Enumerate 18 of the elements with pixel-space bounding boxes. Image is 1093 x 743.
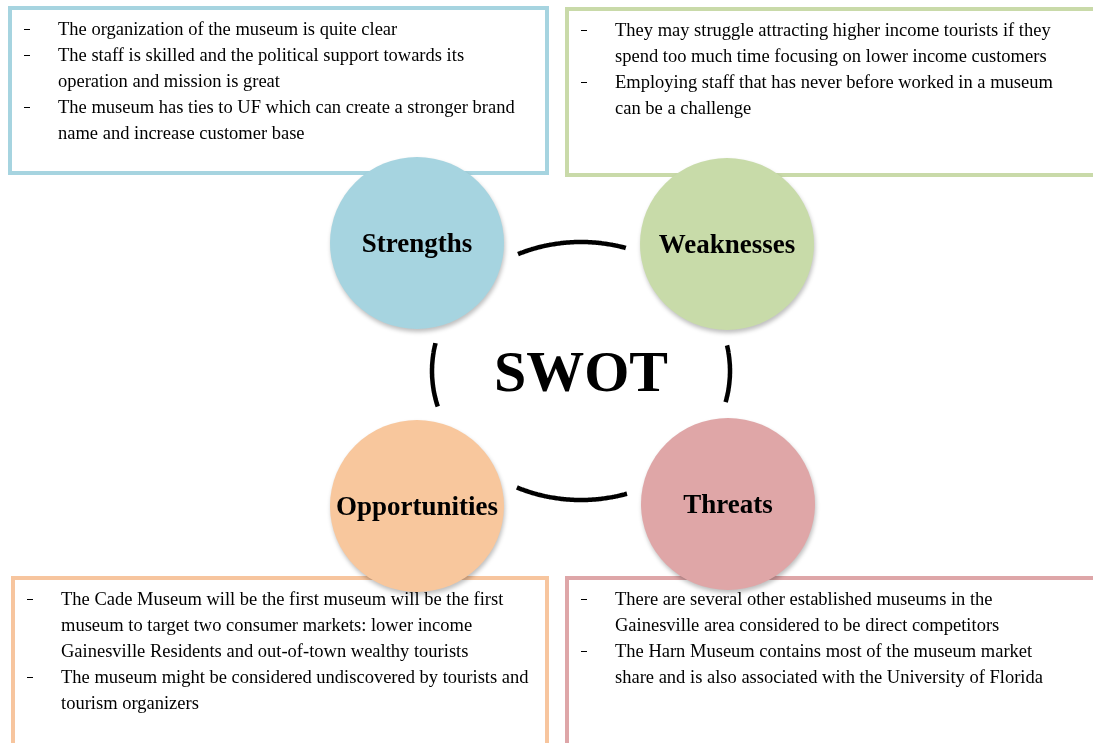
text-box [565,576,1093,743]
text-box [11,576,549,743]
bullet-text: The museum has ties to UF which can create a stronger brand name and increase customer base [58,96,516,145]
category-label: Threats [683,488,773,520]
category-label: Weaknesses [658,228,796,260]
center-title: SWOT [491,331,671,411]
text-box [8,6,549,175]
bullet-text: The staff is skilled and the political support towards its operation and mission is great [58,44,466,93]
bullet-text: The organization of the museum is quite clear [58,18,399,41]
category-label: Strengths [361,227,473,259]
bullet-text: The museum might be considered undiscovered by tourists and tourism organizers [61,666,530,715]
category-label: Opportunities [336,490,498,522]
bullet-text: The Cade Museum will be the first museum will be the first museum to target two consumer markets: lower income Gainesville Residents and out-of-town wealthy tourists [61,588,505,663]
text-box [565,7,1093,177]
bullet-text: There are several other established museums in the Gainesville area considered to be direct competitors [615,588,1001,637]
bullet-text: Employing staff that has never before worked in a museum can be a challenge [615,71,1054,120]
bullet-text: They may struggle attracting higher income tourists if they spend too much time focusing on lower income customers [615,19,1052,68]
bullet-text: The Harn Museum contains most of the museum market share and is also associated with the University of Florida [615,640,1044,689]
